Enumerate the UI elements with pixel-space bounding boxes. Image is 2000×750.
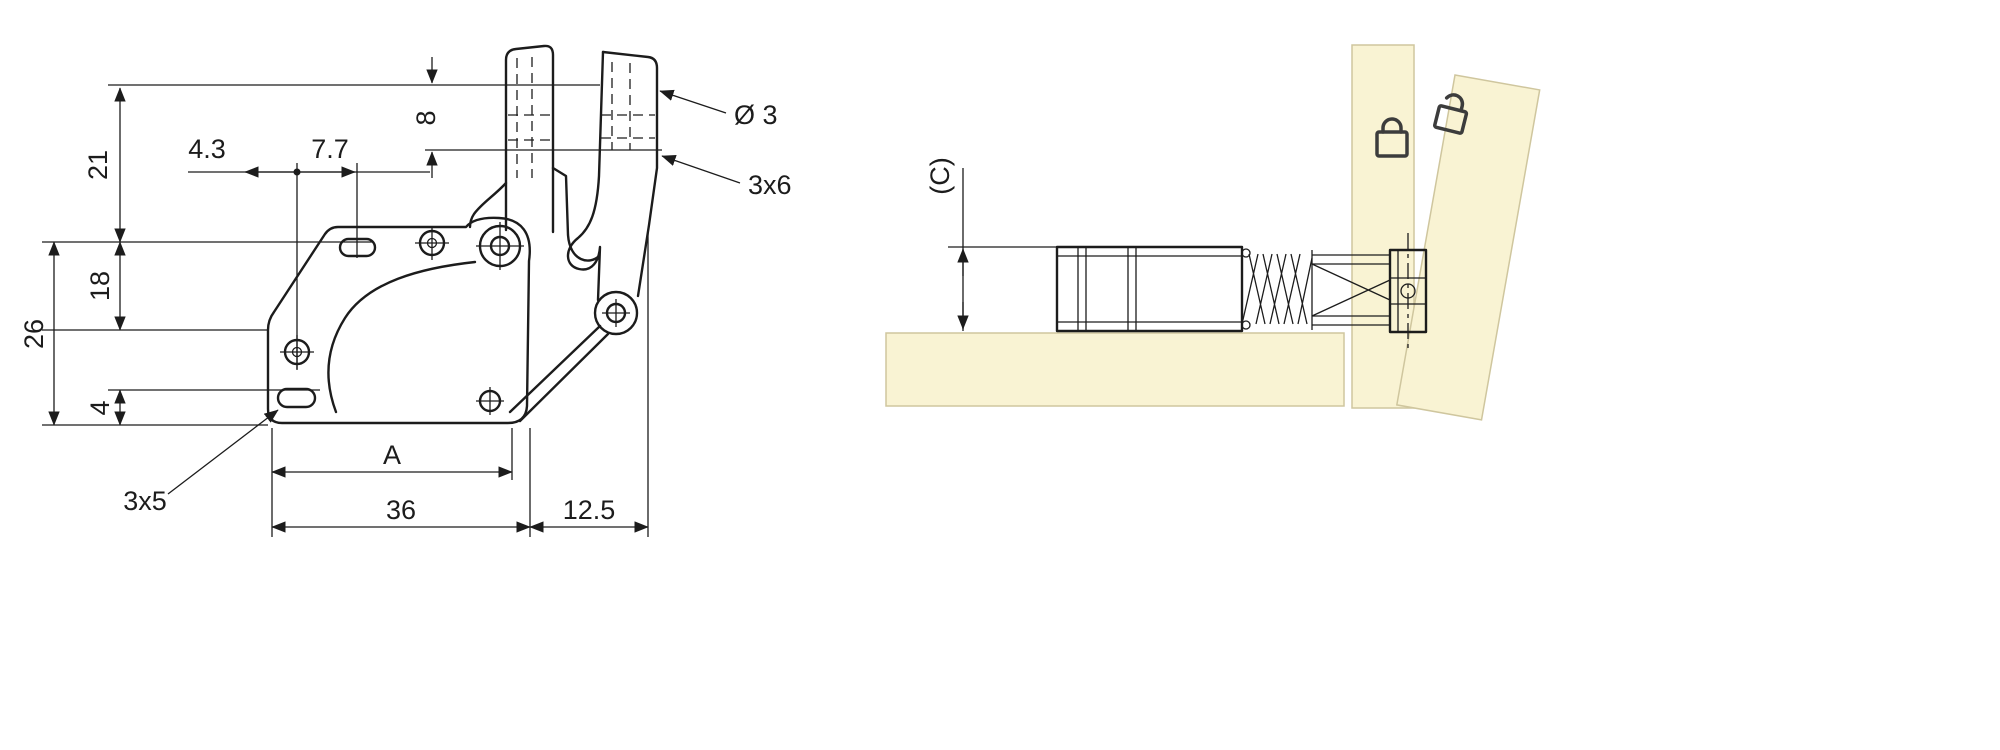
dim-c: (C) [925, 157, 969, 331]
dim-label-c: (C) [925, 157, 955, 194]
lever-arm-lines [508, 324, 610, 423]
lock-open-icon [1432, 93, 1469, 135]
slot-hole-bottom [276, 387, 317, 409]
hidden-lines-striker [601, 62, 655, 150]
dimension-labels: 21 26 18 4 4.3 7.7 8 Ø 3 3x6 3x5 A 36 12… [19, 100, 792, 525]
leader-dia-3 [659, 89, 727, 114]
cabinet-side-panel [1351, 44, 1415, 409]
reference-lines [42, 84, 1057, 537]
latch-side-body [1055, 245, 1244, 333]
dimension-lines [48, 57, 741, 533]
dim-label-18: 18 [85, 271, 115, 301]
dim-label-4-3: 4.3 [188, 134, 226, 164]
front-view: 21 26 18 4 4.3 7.7 8 Ø 3 3x6 3x5 A 36 12… [19, 44, 1057, 537]
leader-3x6 [661, 155, 741, 184]
lock-closed-icon [1375, 117, 1409, 158]
side-view: (C) [885, 44, 1541, 421]
dim-label-26: 26 [19, 319, 49, 349]
slot-hole-top [338, 237, 377, 258]
latch-jaw [1388, 233, 1428, 348]
dim-label-3x5: 3x5 [123, 486, 167, 516]
leader-3x5 [167, 409, 279, 495]
dim-label-dia-3: Ø 3 [734, 100, 778, 130]
dim-label-12-5: 12.5 [563, 495, 616, 525]
shelf-panel [885, 332, 1345, 407]
hidden-lines-hook-bar [508, 57, 552, 178]
dim-label-36: 36 [386, 495, 416, 525]
dim-label-7-7: 7.7 [311, 134, 349, 164]
dim-label-4: 4 [85, 400, 115, 415]
door-panel [1395, 74, 1541, 421]
dim-label-a: A [383, 440, 401, 470]
dim-label-21: 21 [83, 150, 113, 180]
latch-arms [1311, 254, 1391, 326]
hook-bar [468, 44, 601, 262]
striker-piece [566, 50, 659, 336]
latch-body [266, 168, 610, 425]
striker-pivot [593, 290, 639, 336]
spring-housing-curve [327, 260, 477, 414]
spring-coil [1241, 247, 1313, 331]
dim-label-8: 8 [411, 110, 441, 125]
dim-label-3x6: 3x6 [748, 170, 792, 200]
